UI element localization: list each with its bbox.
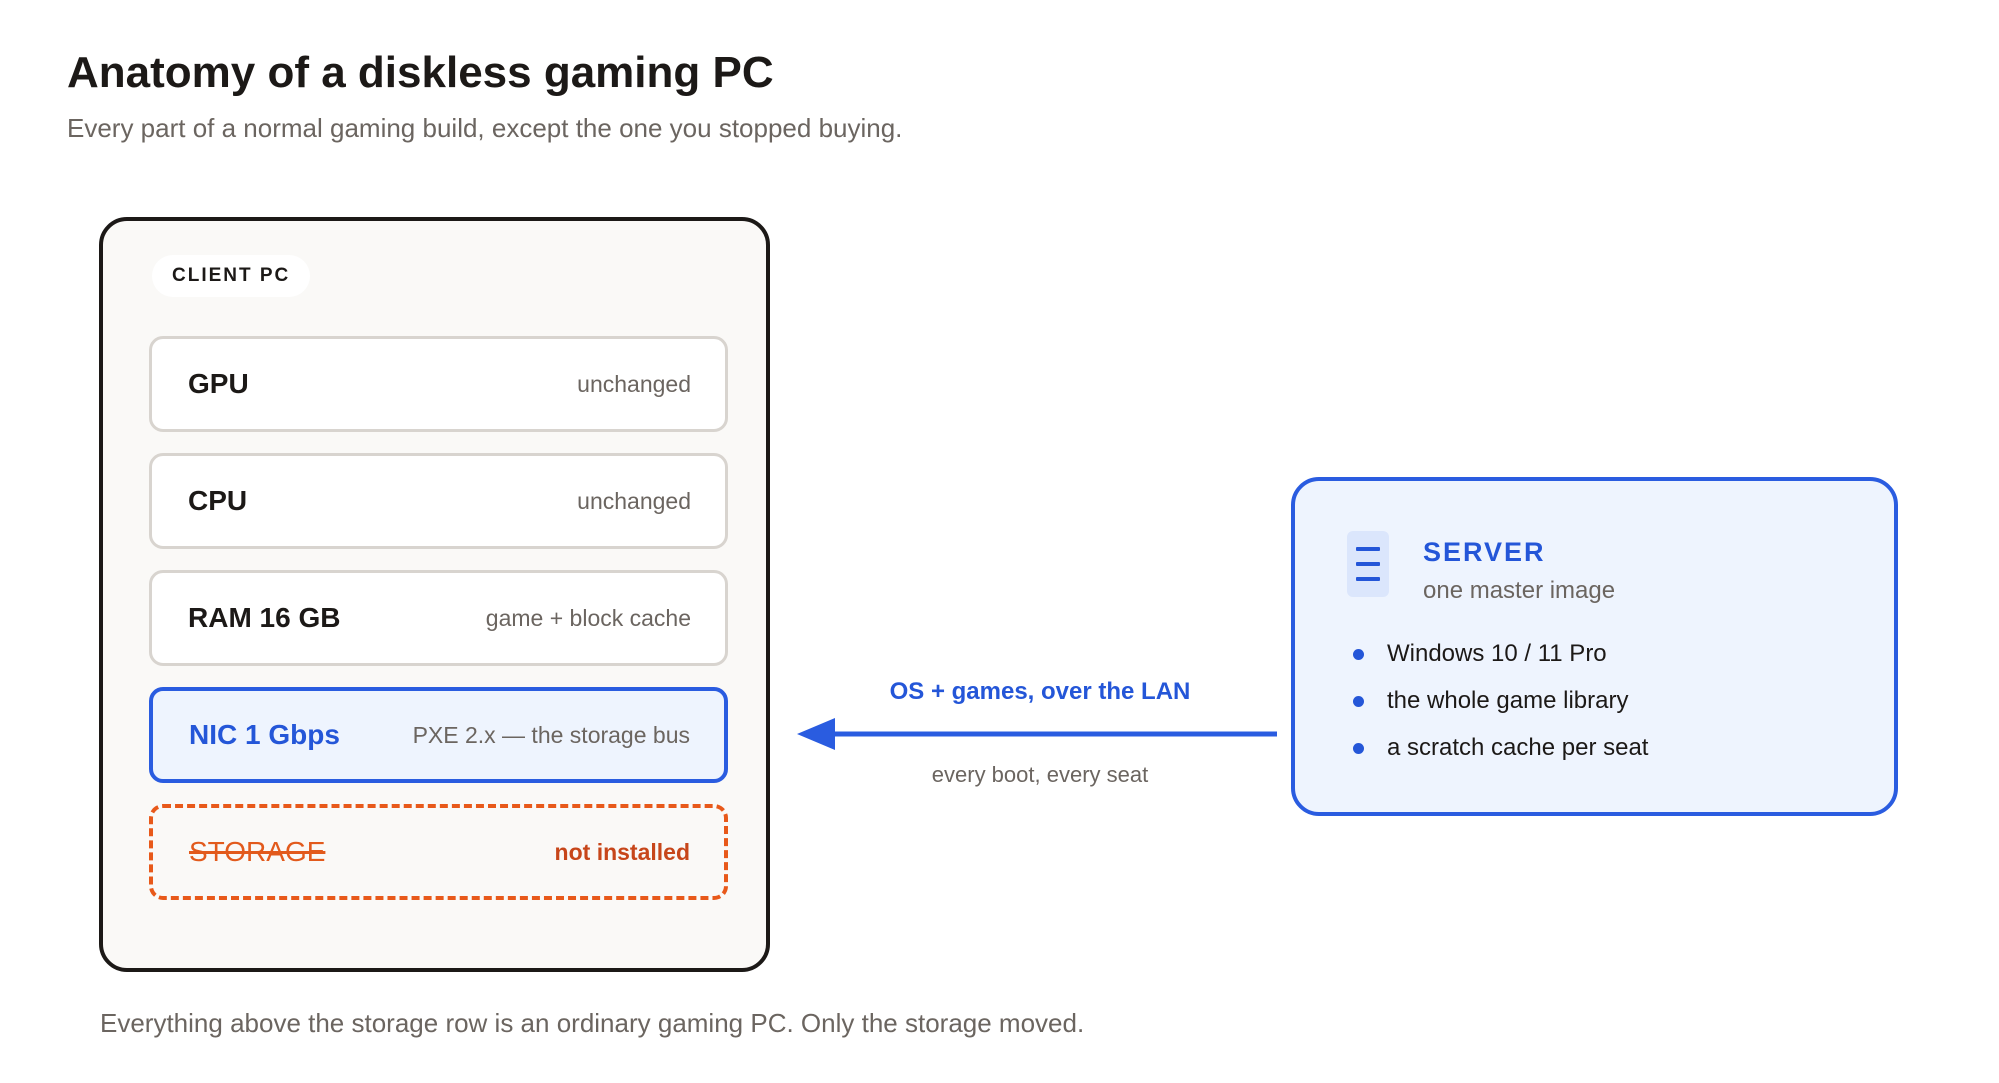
page-title: Anatomy of a diskless gaming PC — [67, 48, 774, 97]
list-item: the whole game library — [1353, 686, 1648, 733]
client-pc-label: CLIENT PC — [152, 255, 311, 297]
component-note: not installed — [554, 838, 690, 865]
component-note: unchanged — [577, 487, 691, 514]
page-subtitle: Every part of a normal gaming build, exc… — [67, 113, 903, 143]
component-row-storage: STORAGE not installed — [149, 804, 728, 900]
flow-sublabel: every boot, every seat — [931, 762, 1149, 787]
bullet-icon — [1353, 649, 1364, 660]
component-row-nic: NIC 1 Gbps PXE 2.x — the storage bus — [149, 687, 728, 783]
client-pc-panel: CLIENT PC GPU unchanged CPU unchanged RA… — [99, 217, 770, 972]
component-note: PXE 2.x — the storage bus — [412, 721, 690, 748]
flow-arrow — [797, 718, 1277, 750]
list-item: a scratch cache per seat — [1353, 733, 1648, 780]
component-name: RAM 16 GB — [188, 602, 341, 633]
flow-arrow-head — [797, 718, 835, 750]
server-item-list: Windows 10 / 11 Pro the whole game libra… — [1353, 639, 1648, 780]
bullet-icon — [1353, 743, 1364, 754]
server-icon — [1347, 531, 1389, 597]
component-name: STORAGE — [189, 836, 326, 867]
component-name: NIC 1 Gbps — [189, 719, 340, 750]
component-row-ram: RAM 16 GB game + block cache — [149, 570, 728, 666]
bullet-icon — [1353, 696, 1364, 707]
component-row-cpu: CPU unchanged — [149, 453, 728, 549]
flow-label: OS + games, over the LAN — [889, 678, 1191, 705]
component-note: game + block cache — [485, 604, 691, 631]
component-row-gpu: GPU unchanged — [149, 336, 728, 432]
component-name: GPU — [188, 368, 249, 399]
list-item: Windows 10 / 11 Pro — [1353, 639, 1648, 686]
server-panel: SERVER one master image Windows 10 / 11 … — [1291, 477, 1898, 816]
component-note: unchanged — [577, 370, 691, 397]
footnote: Everything above the storage row is an o… — [100, 1008, 1085, 1038]
server-subtitle: one master image — [1423, 577, 1616, 604]
component-name: CPU — [188, 485, 248, 516]
server-title: SERVER — [1423, 537, 1546, 567]
